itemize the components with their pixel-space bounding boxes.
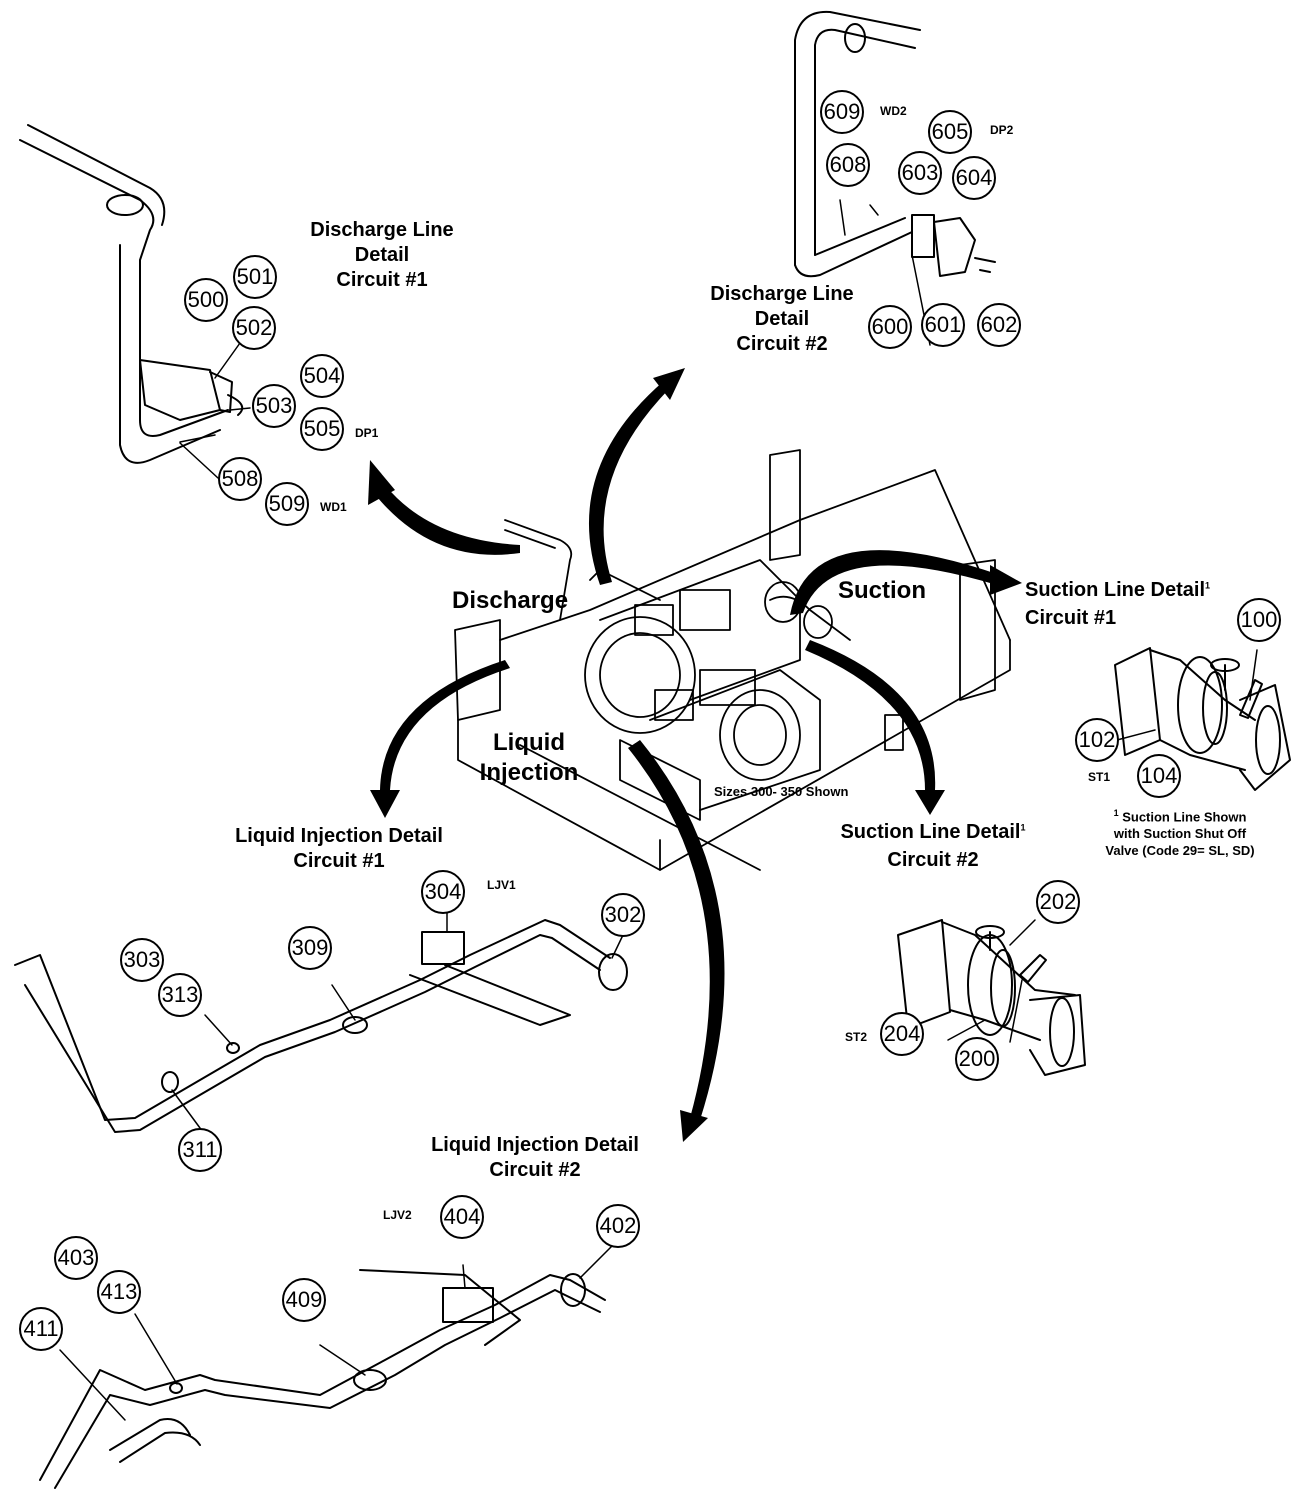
- discharge-label: Discharge: [452, 587, 569, 614]
- callout-402: 402: [596, 1204, 640, 1248]
- callout-609: 609: [820, 90, 864, 134]
- suction-line-circuit-2-number: Circuit #2: [887, 849, 979, 871]
- callout-605: 605: [928, 110, 972, 154]
- tag-ljv1: LJV1: [487, 878, 516, 892]
- suction-line-circuit-1-drawing: [1114, 647, 1291, 791]
- discharge-line-circuit-2-drawing: [794, 10, 996, 278]
- callout-509: 509: [265, 482, 309, 526]
- tag-dp1: DP1: [355, 426, 379, 440]
- suction-label: Suction: [838, 577, 926, 604]
- callout-600: 600: [868, 305, 912, 349]
- callout-500: 500: [184, 278, 228, 322]
- callout-601: 601: [921, 303, 965, 347]
- tag-st1: ST1: [1088, 770, 1111, 784]
- callout-313: 313: [158, 973, 202, 1017]
- liquid-injection-circuit-2-label: Liquid Injection Detail Circuit #2: [431, 1134, 639, 1181]
- callout-409: 409: [282, 1278, 326, 1322]
- callout-501: 501: [233, 255, 277, 299]
- discharge-line-circuit-1-drawing: [19, 124, 244, 464]
- callout-502: 502: [232, 306, 276, 350]
- callout-603: 603: [898, 151, 942, 195]
- callout-503: 503: [252, 384, 296, 428]
- discharge-line-circuit-1-label: Discharge Line Detail Circuit #1: [310, 219, 454, 291]
- pointer-arrows: [368, 368, 1022, 1142]
- suction-line-circuit-1-label: Suction Line Detail1: [1025, 579, 1211, 601]
- tag-ljv2: LJV2: [383, 1208, 412, 1222]
- tag-wd1: WD1: [320, 500, 347, 514]
- callout-302: 302: [601, 893, 645, 937]
- tag-dp2: DP2: [990, 123, 1014, 137]
- liquid-injection-label: Liquid Injection: [479, 729, 579, 786]
- tag-wd2: WD2: [880, 104, 907, 118]
- callout-404: 404: [440, 1195, 484, 1239]
- suction-line-circuit-1-number: Circuit #1: [1025, 607, 1117, 629]
- liquid-injection-circuit-1-label: Liquid Injection Detail Circuit #1: [235, 825, 443, 872]
- callout-505: 505: [300, 407, 344, 451]
- callout-411: 411: [19, 1307, 63, 1351]
- callout-602: 602: [977, 303, 1021, 347]
- liquid-injection-circuit-2-drawing: [39, 1269, 606, 1489]
- suction-note: 1 Suction Line Shown with Suction Shut O…: [1105, 808, 1255, 859]
- callout-508: 508: [218, 457, 262, 501]
- callout-102: 102: [1075, 718, 1119, 762]
- callout-104: 104: [1137, 754, 1181, 798]
- callout-304: 304: [421, 870, 465, 914]
- callout-309: 309: [288, 926, 332, 970]
- callout-504: 504: [300, 354, 344, 398]
- callout-204: 204: [880, 1012, 924, 1056]
- sizes-note: Sizes 300- 350 Shown: [714, 784, 849, 799]
- callout-202: 202: [1036, 880, 1080, 924]
- compressor-unit-drawing: [454, 449, 1011, 871]
- suction-line-circuit-2-label: Suction Line Detail1: [840, 821, 1026, 843]
- callout-200: 200: [955, 1037, 999, 1081]
- callout-604: 604: [952, 156, 996, 200]
- callout-413: 413: [97, 1270, 141, 1314]
- tag-st2: ST2: [845, 1030, 868, 1044]
- discharge-line-circuit-2-label: Discharge Line Detail Circuit #2: [710, 283, 854, 355]
- callout-608: 608: [826, 143, 870, 187]
- callout-311: 311: [178, 1128, 222, 1172]
- leader-lines: [59, 254, 1258, 1421]
- callout-403: 403: [54, 1236, 98, 1280]
- callout-303: 303: [120, 938, 164, 982]
- liquid-injection-circuit-1-drawing: [14, 919, 628, 1133]
- callout-100: 100: [1237, 598, 1281, 642]
